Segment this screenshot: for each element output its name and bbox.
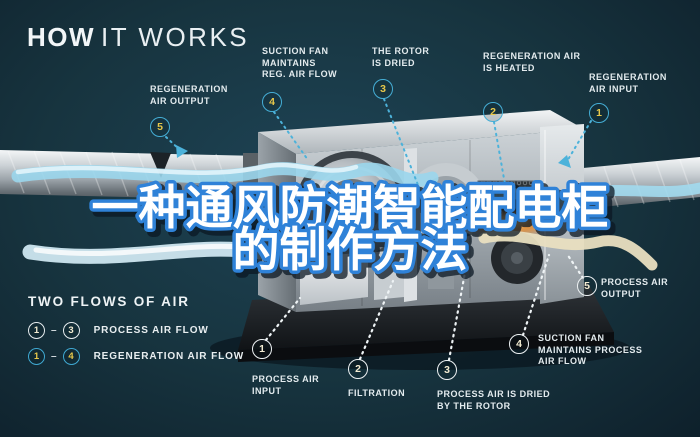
legend-row-process-air-flow: 1 – 3 PROCESS AIR FLOW — [28, 322, 209, 339]
badge-regeneration-1: 1 — [589, 103, 609, 123]
regen-air-ribbon-right — [464, 182, 700, 203]
badge-regeneration-3: 3 — [373, 79, 393, 99]
arrowhead-regen-input — [558, 155, 571, 168]
badge-process-1: 1 — [252, 339, 272, 359]
badge-process-5: 5 — [577, 276, 597, 296]
callout-label-regeneration-air-heated: REGENERATION AIR IS HEATED — [483, 51, 581, 73]
legend-badge-regen-to: 4 — [62, 348, 80, 365]
legend-heading: TWO FLOWS OF AIR — [28, 294, 190, 309]
badge-process-2: 2 — [348, 359, 368, 379]
process-callout-lines — [264, 252, 585, 362]
legend-badge-process-to: 3 — [62, 322, 80, 339]
legend-badge-process-from: 1 — [28, 322, 45, 339]
callout-label-suction-fan-process: SUCTION FAN MAINTAINS PROCESS AIR FLOW — [538, 333, 643, 367]
process-air-ribbon-left — [22, 241, 270, 264]
callout-label-regeneration-air-output: REGENERATION AIR OUTPUT — [150, 84, 228, 106]
badge-regeneration-5: 5 — [150, 117, 170, 137]
process-air-ribbon-right — [478, 230, 658, 271]
badge-process-4: 4 — [509, 334, 529, 354]
process-fan — [491, 232, 543, 284]
machine-body — [258, 110, 584, 312]
callout-label-process-air-output: PROCESS AIR OUTPUT — [601, 277, 669, 299]
callout-label-process-air-input: PROCESS AIR INPUT — [252, 374, 320, 396]
badge-regeneration-2: 2 — [483, 102, 503, 122]
badge-regeneration-4: 4 — [262, 92, 282, 112]
page-title-light: IT WORKS — [101, 22, 250, 52]
legend-badge-regen-from: 1 — [28, 348, 45, 365]
legend-row-regeneration-air-flow: 1 – 4 REGENERATION AIR FLOW — [28, 348, 244, 365]
callout-label-filtration: FILTRATION — [348, 388, 406, 398]
page-title-bold: HOW — [27, 22, 96, 52]
badge-process-3: 3 — [437, 360, 457, 380]
legend-label-process: PROCESS AIR FLOW — [93, 325, 209, 336]
callout-label-regeneration-air-input: REGENERATION AIR INPUT — [589, 72, 667, 94]
callout-label-suction-fan-regen: SUCTION FAN MAINTAINS REG. AIR FLOW — [262, 46, 338, 80]
callout-label-process-air-dried: PROCESS AIR IS DRIED BY THE ROTOR — [437, 389, 551, 411]
legend-range-dash: – — [51, 351, 57, 362]
air-flow-ribbons — [11, 162, 700, 271]
callout-label-rotor-is-dried: THE ROTOR IS DRIED — [372, 46, 430, 68]
legend-range-dash: – — [51, 325, 57, 336]
legend-label-regeneration: REGENERATION AIR FLOW — [93, 351, 245, 362]
arrowhead-regen-output — [176, 145, 188, 158]
regen-air-ribbon-left — [11, 162, 439, 187]
